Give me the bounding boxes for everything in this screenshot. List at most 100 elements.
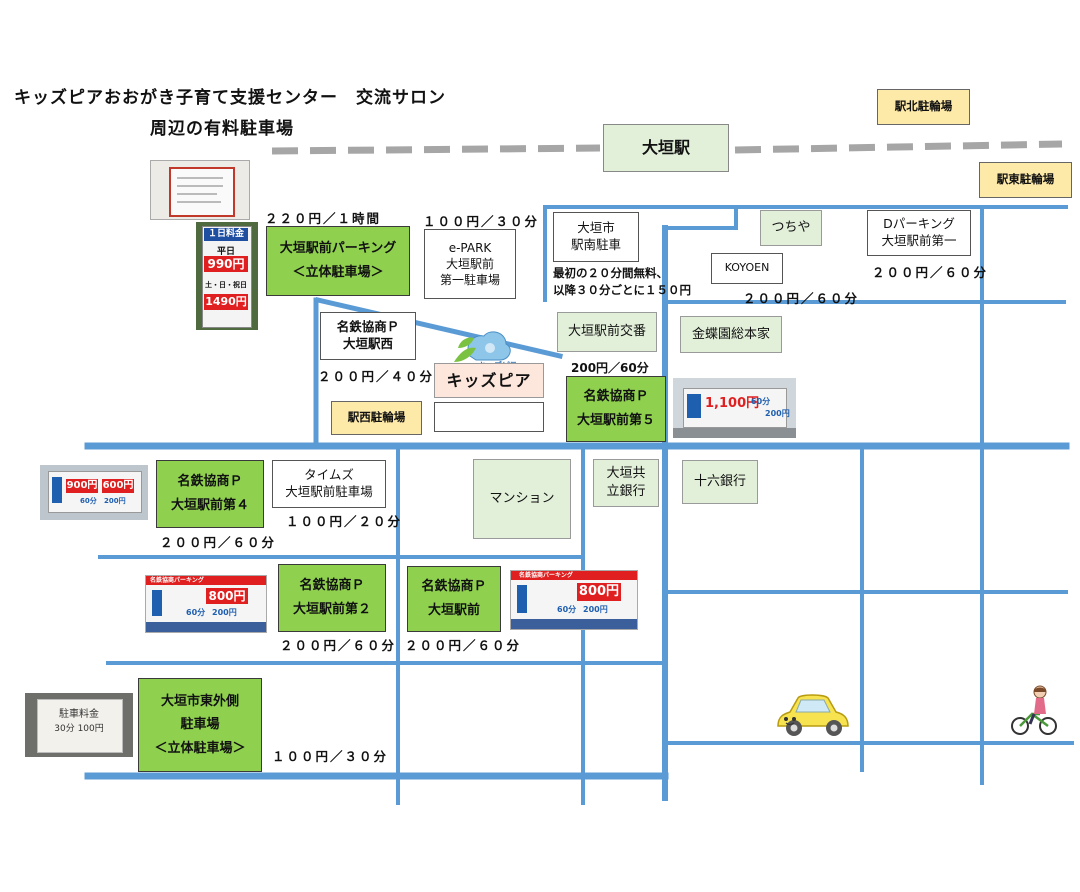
sign-2-sub2: 200円 — [212, 608, 237, 617]
car-illustration — [772, 688, 850, 742]
kyoritsu-bank-label: 大垣共 — [606, 466, 646, 482]
kinchoen-label: 金蝶園総本家 — [691, 326, 770, 342]
meitetsu-ekimae-lot: 名鉄協商Ｐ 大垣駅前 — [407, 566, 501, 632]
meitetsu-2-name: 名鉄協商Ｐ — [299, 578, 365, 594]
meitetsu-west-name-line2: 大垣駅西 — [342, 336, 393, 351]
bicycle-icon — [1011, 685, 1057, 735]
sign-5-price: 1,100円 — [705, 396, 760, 411]
kinchoen-landmark: 金蝶園総本家 — [680, 316, 782, 353]
north-bike-parking: 駅北駐輪場 — [877, 89, 970, 125]
meitetsu-ekimae-2-lot: 名鉄協商Ｐ 大垣駅前第２ — [278, 564, 386, 632]
city-south-name-line2: 駅南駐車 — [570, 237, 621, 252]
meitetsu-main-sign-photo: 名鉄協商パーキング 800円 60分 200円 — [510, 570, 638, 630]
city-east-name: 大垣市東外側 — [160, 693, 239, 709]
juroku-bank-label: 十六銀行 — [693, 474, 746, 490]
meitetsu-ekimae-5-lot: 名鉄協商Ｐ 大垣駅前第５ — [566, 376, 666, 442]
city-sign-line1: 駐車料金 — [59, 709, 99, 720]
meitetsu-main-name-line2: 大垣駅前 — [427, 603, 480, 618]
meitetsu-5-price: 200円／60分 — [571, 361, 649, 375]
ogaki-station-label: 大垣駅 — [641, 138, 690, 158]
koyoen-name: KOYOEN — [724, 261, 770, 275]
city-east-type: ＜立体駐車場＞ — [154, 740, 246, 756]
west-bike-parking: 駅西駐輪場 — [331, 401, 422, 435]
city-south-fee-note: 最初の２０分間無料、 以降３０分ごとに１５０円 — [553, 265, 691, 300]
times-lot: タイムズ 大垣駅前駐車場 — [272, 460, 386, 508]
east-bike-parking: 駅東駐輪場 — [979, 162, 1072, 198]
weekday-price: 990円 — [204, 256, 248, 272]
sign-2-price: 800円 — [206, 588, 248, 604]
west-bike-parking-label: 駅西駐輪場 — [347, 410, 406, 425]
meitetsu-2-name-line2: 大垣駅前第２ — [292, 602, 371, 617]
weekday-label: 平日 — [216, 247, 235, 257]
police-box-label: 大垣駅前交番 — [567, 324, 646, 340]
notice-sign-photo — [150, 160, 250, 220]
koyoen-lot: KOYOEN — [711, 253, 783, 284]
sign-2-sub1: 60分 — [186, 608, 206, 617]
meitetsu-4-name-line2: 大垣駅前第４ — [170, 498, 249, 513]
d-parking-lot: Dパーキング 大垣駅前第一 — [867, 210, 971, 256]
meitetsu-2-sign-photo: 名鉄協商パーキング 800円 60分 200円 — [145, 575, 267, 633]
map-title-line1: キッズピアおおがき子育て支援センター 交流サロン — [14, 88, 446, 108]
epark-name-line2: 大垣駅前 — [445, 256, 494, 271]
meitetsu-5-name-line2: 大垣駅前第５ — [576, 413, 655, 428]
holiday-label: 土・日・祝日 — [205, 281, 247, 289]
sign-main-header: 名鉄協商パーキング — [511, 571, 637, 580]
sign-4-price1: 900円 — [66, 479, 98, 493]
city-station-south-lot: 大垣市 駅南駐車 — [553, 212, 639, 262]
sign-main-sub1: 60分 — [557, 605, 577, 614]
meitetsu-ekimae-4-lot: 名鉄協商Ｐ 大垣駅前第４ — [156, 460, 264, 528]
sign-2-header: 名鉄協商パーキング — [146, 576, 266, 585]
meitetsu-4-price: ２００円／６０分 — [160, 535, 277, 550]
north-bike-parking-label: 駅北駐輪場 — [894, 99, 953, 114]
ogaki-ekimae-parking-price: ２２０円／１時間 — [265, 211, 382, 226]
meitetsu-ogaki-west-lot: 名鉄協商Ｐ 大垣駅西 — [320, 312, 416, 360]
sign-5-sub1: 60分 — [751, 397, 771, 406]
ogaki-ekimae-parking-type: ＜立体駐車場＞ — [292, 265, 384, 280]
city-east-name-line2: 駐車場 — [180, 717, 220, 733]
east-bike-parking-label: 駅東駐輪場 — [996, 172, 1055, 187]
d-parking-price: ２００円／６０分 — [872, 265, 989, 280]
epark-price: １００円／３０分 — [423, 214, 540, 229]
epark-lot: e-PARK 大垣駅前 第一駐車場 — [424, 229, 516, 299]
mansion-building: マンション — [473, 459, 571, 539]
kidspia-label: キッズピア — [446, 370, 532, 390]
tsuchiya-label: つちや — [771, 220, 811, 236]
ogaki-ekimae-parking: 大垣駅前パーキング ＜立体駐車場＞ — [266, 226, 410, 296]
sign-main-price: 800円 — [577, 583, 621, 601]
city-sign-line2: 30分 100円 — [54, 724, 104, 734]
railway-line — [271, 140, 1063, 155]
kidspia-location: キッズピア — [434, 363, 544, 398]
epark-name-line3: 第一駐車場 — [439, 273, 500, 288]
daily-rate-sign-photo: １日料金 平日 990円 土・日・祝日 1490円 — [196, 222, 258, 330]
kidspia-building — [434, 402, 544, 432]
sign-main-sub2: 200円 — [583, 605, 608, 614]
juroku-bank: 十六銀行 — [682, 460, 758, 504]
ogaki-ekimae-parking-name: 大垣駅前パーキング — [279, 241, 397, 257]
city-south-name: 大垣市 — [577, 220, 615, 236]
mansion-label: マンション — [489, 491, 555, 507]
d-parking-name: Dパーキング — [883, 216, 955, 232]
holiday-price: 1490円 — [204, 294, 248, 310]
road-network — [84, 205, 1074, 805]
sign-5-sub2: 200円 — [765, 409, 790, 418]
city-east-price: １００円／３０分 — [272, 749, 389, 764]
meitetsu-main-name: 名鉄協商Ｐ — [421, 579, 487, 595]
ogaki-station: 大垣駅 — [603, 124, 729, 172]
daily-rate-header: １日料金 — [204, 228, 248, 241]
meitetsu-4-sign-photo: 900円 600円 60分 200円 — [40, 465, 148, 520]
city-south-note1: 最初の２０分間無料、 — [553, 266, 668, 280]
sign-4-sub1: 60分 — [80, 497, 97, 505]
tsuchiya-landmark: つちや — [760, 210, 822, 246]
times-name: タイムズ — [304, 467, 354, 483]
times-name-line2: 大垣駅前駐車場 — [285, 484, 373, 499]
city-east-outer-lot: 大垣市東外側 駐車場 ＜立体駐車場＞ — [138, 678, 262, 772]
meitetsu-main-price: ２００円／６０分 — [405, 638, 522, 653]
car-icon — [777, 694, 849, 736]
meitetsu-5-name: 名鉄協商Ｐ — [583, 389, 649, 405]
sign-4-price2: 600円 — [102, 479, 134, 493]
kyoritsu-bank: 大垣共 立銀行 — [593, 459, 659, 507]
times-price: １００円／２０分 — [286, 514, 403, 529]
meitetsu-west-price: ２００円／４０分 — [318, 369, 435, 384]
bicycle-illustration — [1010, 684, 1058, 736]
